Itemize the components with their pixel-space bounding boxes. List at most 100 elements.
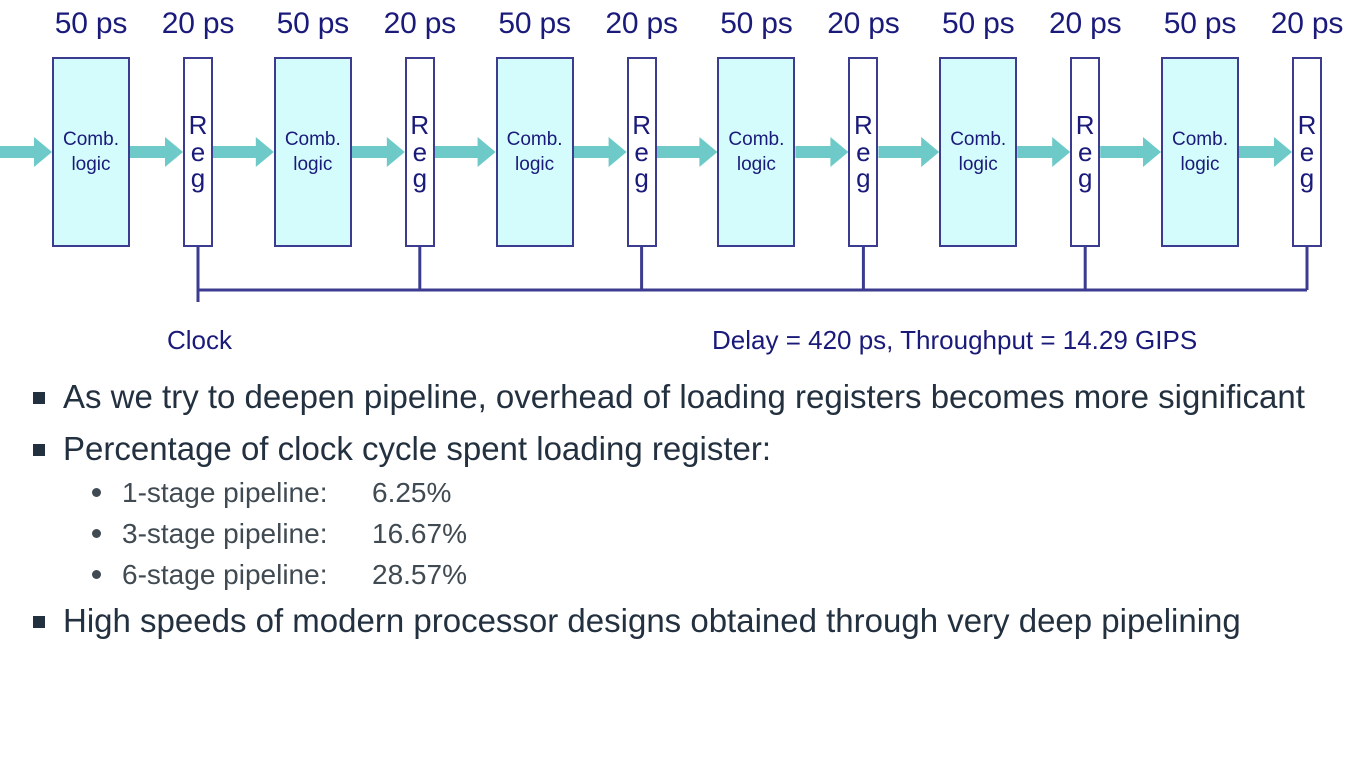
register-label-char-2: g [1077, 163, 1093, 194]
comb-logic-label-line1: Comb. [1172, 128, 1228, 150]
arrow-shaft [434, 146, 479, 158]
sub-bullet-value: 16.67% [372, 517, 467, 549]
arrow-head-icon [921, 137, 940, 167]
list-item: High speeds of modern processor designs … [0, 602, 1345, 640]
register-label-char-0: R [188, 110, 208, 141]
comb-logic-box: Comb. logic [717, 57, 796, 247]
comb-logic-label-line2: logic [293, 154, 333, 175]
clock-label: Clock [167, 325, 233, 355]
stage-delay-label: 20 ps [605, 7, 678, 40]
sub-list-item: 1-stage pipeline: 6.25% [0, 475, 1345, 510]
comb-logic-label-line1: Comb. [950, 128, 1007, 150]
round-bullet-icon [92, 487, 101, 497]
stage-delay-label: 20 ps [383, 7, 457, 40]
sub-bullet-name: 6-stage pipeline: [122, 558, 328, 590]
register-label-char-0: R [1297, 110, 1317, 141]
arrow-head-icon [255, 137, 274, 167]
arrow-shaft [0, 146, 35, 158]
register-label-char-2: g [634, 163, 649, 194]
clock-bus [196, 247, 1309, 302]
register-label-char-0: R [632, 110, 651, 141]
register-label-char-1: e [412, 136, 428, 167]
arrow-shaft [1239, 146, 1275, 158]
comb-logic-box: Comb. logic [495, 57, 574, 247]
comb-logic-box: Comb.logic [273, 57, 352, 247]
bullet-list: As we try to deepen pipeline, overhead o… [0, 378, 1345, 654]
comb-logic-label-line2: logic [71, 154, 111, 175]
stage-delay-label: 20 ps [827, 7, 900, 40]
arrow-shaft [213, 146, 257, 158]
arrow-shaft [573, 146, 610, 158]
register-label-char-2: g [856, 163, 871, 194]
arrow-shaft [130, 146, 166, 158]
list-item: As we try to deepen pipeline, overhead o… [0, 378, 1345, 416]
square-bullet-icon [33, 392, 45, 404]
arrow-shaft [1017, 146, 1054, 158]
sub-bullet-list: 1-stage pipeline: 6.25% 3-stage pipeline: 1… [0, 475, 1345, 592]
stage-delay-label: 50 ps [720, 7, 793, 40]
square-bullet-icon [33, 615, 45, 628]
stage-delay-label: 50 ps [276, 7, 350, 40]
comb-logic-label-line2: logic [1180, 154, 1220, 175]
stage-delay-label: 20 ps [161, 7, 235, 40]
comb-logic-label-line2: logic [515, 154, 555, 175]
bullet-text-1: As we try to deepen pipeline, overhead o… [63, 378, 1305, 415]
register-label-char-1: e [634, 136, 649, 167]
arrow-shaft [656, 146, 701, 158]
register-label-char-0: R [1075, 110, 1095, 141]
register-label-char-0: R [854, 110, 873, 141]
comb-logic-box: Comb. logic [1161, 57, 1239, 247]
sub-bullet-name: 3-stage pipeline: [122, 517, 328, 549]
register-label-char-1: e [190, 136, 206, 167]
square-bullet-icon [33, 444, 45, 457]
register-label-char-1: e [1077, 136, 1093, 167]
sub-bullet-name: 1-stage pipeline: [122, 476, 328, 508]
arrow-head-icon [699, 137, 718, 167]
register-label-char-2: g [190, 163, 206, 194]
stage-delay-label: 50 ps [54, 7, 128, 40]
bullet-text-3: High speeds of modern processor designs … [63, 601, 1241, 639]
arrow-head-icon [1143, 137, 1161, 167]
stage-delay-label: 50 ps [1163, 7, 1237, 40]
arrow-shaft [795, 146, 832, 158]
arrow-head-icon [1274, 137, 1292, 167]
arrow-head-icon [608, 137, 627, 167]
sub-list-item: 6-stage pipeline: 28.57% [0, 557, 1345, 592]
comb-logic-box: Comb. logic [52, 57, 130, 247]
pipeline-diagram-svg [0, 137, 1309, 302]
comb-logic-label-line1: Comb. [63, 128, 119, 150]
comb-logic-label-line1: Comb. [506, 128, 563, 150]
stage-delay-label: 50 ps [941, 7, 1015, 40]
comb-logic-label-line2: logic [958, 154, 998, 175]
bullet-text-2: Percentage of clock cycle spent loading … [63, 430, 772, 468]
comb-logic-label-line1: Comb. [728, 128, 785, 150]
arrow-shaft [1100, 146, 1144, 158]
register-label-char-2: g [412, 163, 428, 194]
arrow-head-icon [477, 137, 496, 167]
round-bullet-icon [92, 528, 101, 538]
arrow-shaft [351, 146, 388, 158]
sub-bullet-value: 28.57% [372, 558, 467, 590]
arrow-head-icon [830, 137, 849, 167]
register-label-char-1: e [856, 136, 871, 167]
arrow-shaft [878, 146, 923, 158]
comb-logic-label-line2: logic [736, 154, 776, 175]
arrow-head-icon [165, 137, 183, 167]
list-item: Percentage of clock cycle spent loading … [0, 430, 1345, 468]
sub-bullet-value: 6.25% [372, 476, 452, 508]
arrow-head-icon [34, 137, 52, 167]
arrow-head-icon [1052, 137, 1071, 167]
register-label-char-2: g [1299, 163, 1315, 194]
stage-delay-label: 20 ps [1048, 7, 1122, 40]
arrow-head-icon [386, 137, 405, 167]
stage-delay-label: 20 ps [1270, 7, 1344, 40]
comb-logic-box: Comb. logic [939, 57, 1018, 247]
pipeline-diagram: 50 ps 20 ps 50 ps 20 ps 50 ps 20 ps 50 ps 20 ps… [0, 0, 1345, 372]
register-label-char-0: R [410, 110, 430, 141]
dataflow-arrows [0, 137, 1292, 167]
